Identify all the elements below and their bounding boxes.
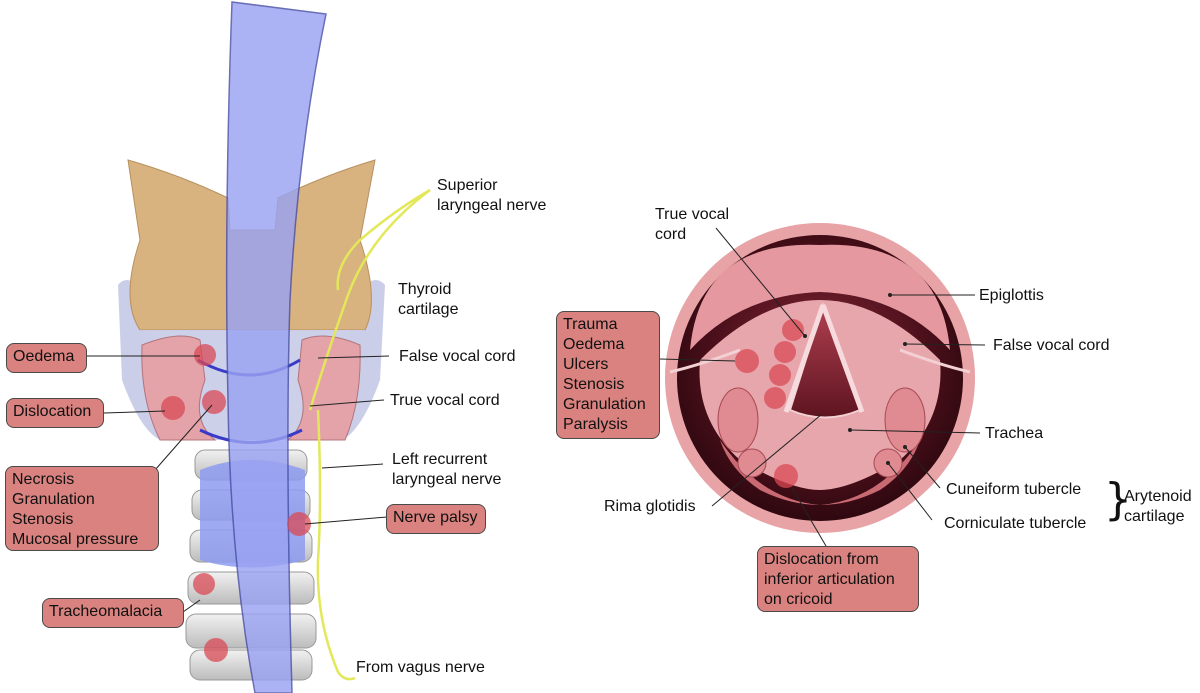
box-dislocation-cricoid: Dislocation from inferior articulation o… [757,546,919,612]
label-superior-laryngeal-nerve: Superior laryngeal nerve [437,177,547,214]
left-leader-lines [87,355,390,613]
box-trauma-list: Trauma Oedema Ulcers Stenosis Granulatio… [556,311,660,439]
label-recurrent-laryngeal-nerve: Left recurrent laryngeal nerve [392,451,502,488]
right-larynx-view [659,223,986,547]
superior-laryngeal-nerve [336,188,431,291]
lesion-cord-5 [764,387,786,409]
lesion-tracheomalacia [193,573,215,595]
label-thyroid-cartilage: Thyroid cartilage [398,281,459,318]
recurrent-laryngeal-nerve [316,409,356,681]
label-trachea: Trachea [985,425,1044,442]
box-dislocation: Dislocation [6,398,104,428]
lesion-cricoid [774,464,798,488]
arytenoid-brace: } [1104,474,1132,525]
lesion-nerve-palsy [287,512,311,536]
epiglottis-shape [690,244,950,350]
right-vocal-fold-region [286,335,361,441]
lesion-cord-3 [774,341,796,363]
box-tracheomalacia: Tracheomalacia [42,598,184,628]
label-epiglottis: Epiglottis [979,287,1044,304]
label-true-vocal-cord: True vocal cord [390,392,500,409]
lesion-cord-1 [735,349,759,373]
box-nerve-palsy: Nerve palsy [386,504,486,534]
lesion-dislocation [161,396,185,420]
lesion-necrosis [202,390,226,414]
label-corniculate-tubercle: Corniculate tubercle [944,515,1087,532]
right-leader-lines [659,227,986,547]
label-false-vocal-cord-right: False vocal cord [993,337,1110,354]
endotracheal-tube [225,1,327,693]
left-larynx [87,1,431,693]
label-rima-glotidis: Rima glotidis [604,498,696,515]
label-true-vocal-cord-right: True vocal cord [655,206,730,243]
box-oedema: Oedema [6,343,87,373]
label-arytenoid-cartilage: Arytenoid cartilage [1124,488,1192,525]
lesion-oedema [194,344,216,366]
label-false-vocal-cord: False vocal cord [399,348,516,365]
lesion-cord-4 [769,364,791,386]
label-vagus-nerve: From vagus nerve [356,659,485,676]
lesion-lower-trachea [204,638,228,662]
lesion-cord-2 [782,319,804,341]
label-cuneiform-tubercle: Cuneiform tubercle [946,481,1082,498]
box-necrosis-list: Necrosis Granulation Stenosis Mucosal pr… [5,466,159,551]
rima-glottidis [788,301,862,419]
